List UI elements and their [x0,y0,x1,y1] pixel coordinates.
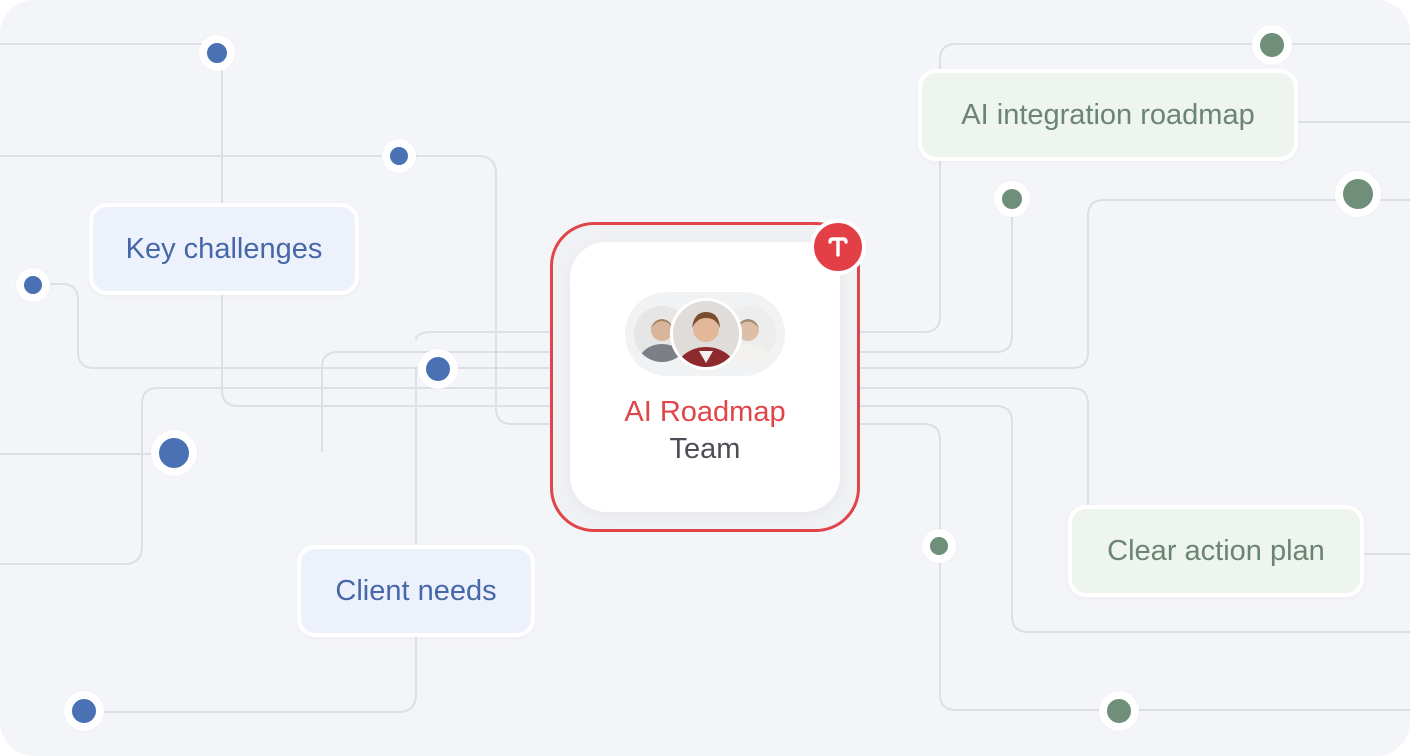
node-key-challenges[interactable]: Key challenges [89,203,359,295]
hub-title: AI Roadmap [624,396,786,428]
avatar [670,298,742,370]
node-label: Clear action plan [1107,534,1325,567]
node-label: Key challenges [125,232,323,265]
node-ai-integration-roadmap[interactable]: AI integration roadmap [918,69,1298,161]
node-dot [1252,25,1292,65]
node-dot [1099,691,1139,731]
node-label: AI integration roadmap [961,98,1255,131]
node-dot [994,181,1030,217]
node-clear-action-plan[interactable]: Clear action plan [1068,505,1364,597]
node-dot [199,35,235,71]
hub-card[interactable] [570,242,840,512]
node-client-needs[interactable]: Client needs [297,545,535,637]
t-logo-icon [810,219,866,275]
node-dot [418,349,458,389]
node-dot [382,139,416,173]
node-dot [1335,171,1381,217]
node-dot [151,430,197,476]
node-label: Client needs [335,574,497,607]
hub-subtitle: Team [669,433,741,465]
node-dot [922,529,956,563]
node-dot [64,691,104,731]
node-dot [16,268,50,302]
